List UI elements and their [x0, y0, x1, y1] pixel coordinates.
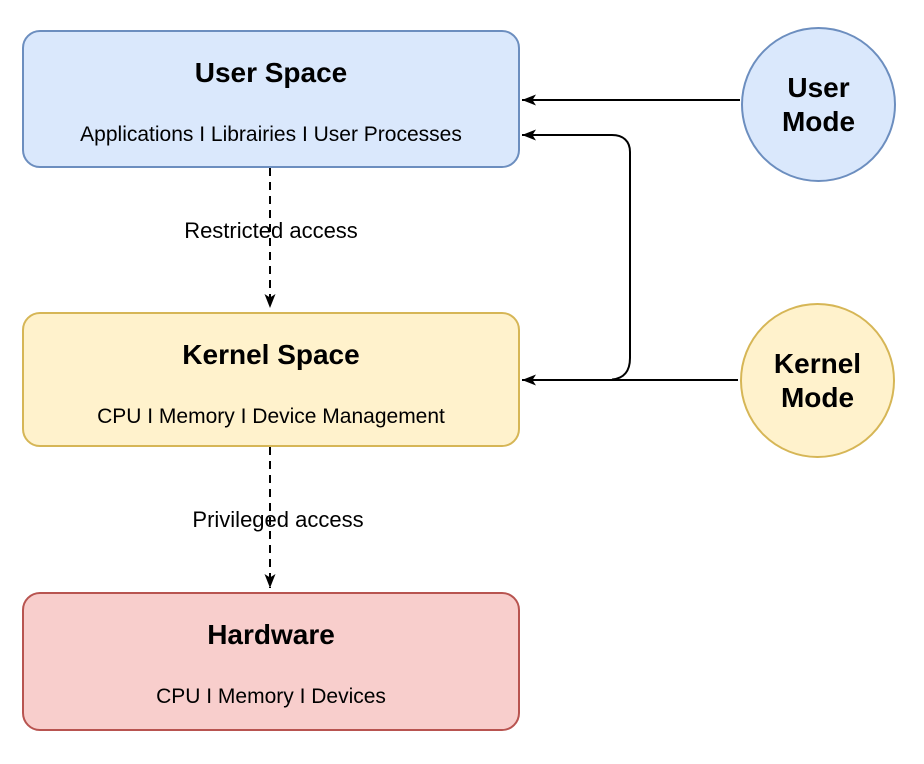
user-space-subtitle: Applications I Librairies I User Process…	[80, 123, 462, 146]
kernel-mode-label-line2: Mode	[780, 381, 855, 413]
user-space-box: User Space Applications I Librairies I U…	[22, 30, 520, 168]
kernel-space-title: Kernel Space	[182, 339, 360, 370]
user-mode-label-line1: User	[787, 71, 850, 103]
user-mode-circle: User Mode	[741, 27, 896, 182]
privileged-access-label: Privileged access	[192, 507, 364, 532]
kernel-mode-circle: Kernel Mode	[740, 303, 895, 458]
kernel-space-box: Kernel Space CPU I Memory I Device Manag…	[22, 312, 520, 447]
hardware-subtitle: CPU I Memory I Devices	[156, 685, 386, 708]
hardware-box: Hardware CPU I Memory I Devices	[22, 592, 520, 731]
user-mode-label-line2: Mode	[781, 105, 856, 137]
kernel-mode-label-line1: Kernel	[773, 347, 862, 379]
hardware-title: Hardware	[207, 619, 335, 650]
restricted-access-label: Restricted access	[184, 218, 358, 243]
kernel-space-subtitle: CPU I Memory I Device Management	[97, 405, 445, 428]
user-space-title: User Space	[194, 57, 348, 88]
arrow-kernel-mode-to-user-space	[522, 129, 631, 381]
